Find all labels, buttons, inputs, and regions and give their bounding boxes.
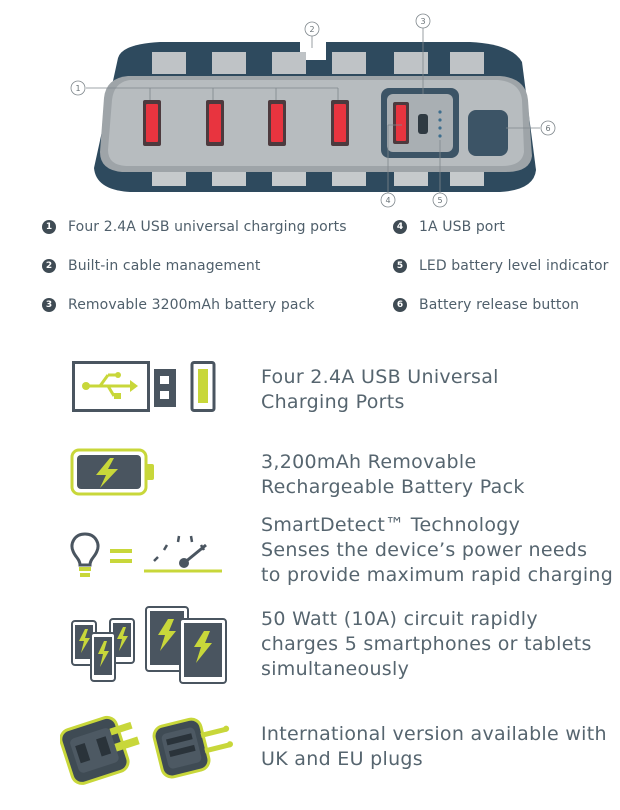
legend-item: 1 Four 2.4A USB universal charging ports (42, 219, 347, 235)
feature-text: International version available with UK … (261, 723, 607, 770)
feature-text: SmartDetect™ Technology Senses the devic… (261, 514, 614, 586)
feature-text: Four 2.4A USB Universal Charging Ports (261, 366, 499, 413)
legend-item: 6 Battery release button (393, 297, 579, 313)
feature-text: 50 Watt (10A) circuit rapidly charges 5 … (261, 608, 592, 680)
svg-text:6: 6 (545, 124, 550, 133)
usb-port (331, 100, 349, 146)
svg-text:1: 1 (75, 84, 80, 93)
feature-text: 3,200mAh Removable Rechargeable Battery … (261, 451, 525, 498)
legend-text: LED battery level indicator (419, 258, 609, 274)
callout-3: 3 (415, 13, 431, 29)
callout-6: 6 (540, 120, 556, 136)
legend-number: 3 (42, 298, 56, 312)
legend-text: 1A USB port (419, 219, 505, 235)
feature-battery: 3,200mAh Removable Rechargeable Battery … (0, 446, 620, 506)
usb-port (206, 100, 224, 146)
usb-port (143, 100, 161, 146)
legend-text: Battery release button (419, 297, 580, 313)
feature-plugs: International version available with UK … (0, 700, 620, 800)
legend-number: 5 (393, 259, 407, 273)
legend-item: 3 Removable 3200mAh battery pack (42, 297, 315, 313)
legend-number: 6 (393, 298, 407, 312)
battery-icon (70, 448, 154, 496)
feature-devices: 50 Watt (10A) circuit rapidly charges 5 … (0, 603, 620, 688)
cable-slot (300, 38, 326, 60)
svg-text:5: 5 (437, 196, 442, 205)
svg-text:2: 2 (309, 25, 314, 34)
legend-number: 2 (42, 259, 56, 273)
usb-ports-icon (72, 361, 216, 412)
product-illustration: 1 2 3 4 5 6 (70, 13, 556, 208)
legend-number: 4 (393, 220, 407, 234)
legend-item: 2 Built-in cable management (42, 258, 260, 274)
feature-legend: 1 Four 2.4A USB universal charging ports… (0, 212, 620, 322)
plugs-icon (60, 715, 234, 785)
callout-5: 5 (432, 192, 448, 208)
callout-2: 2 (304, 21, 320, 37)
svg-text:3: 3 (420, 17, 425, 26)
release-button (468, 110, 508, 156)
usb-port (268, 100, 286, 146)
legend-number: 1 (42, 220, 56, 234)
legend-item: 5 LED battery level indicator (393, 258, 609, 274)
feature-smartdetect: SmartDetect™ Technology Senses the devic… (0, 513, 620, 593)
svg-text:4: 4 (385, 196, 390, 205)
legend-text: Four 2.4A USB universal charging ports (68, 219, 347, 235)
smartdetect-icon (70, 532, 222, 577)
legend-item: 4 1A USB port (393, 219, 505, 235)
feature-usb-ports: Four 2.4A USB Universal Charging Ports (0, 355, 620, 425)
callout-4: 4 (380, 192, 396, 208)
devices-icon (71, 606, 227, 684)
callout-1: 1 (70, 80, 86, 96)
legend-text: Removable 3200mAh battery pack (68, 297, 315, 313)
legend-text: Built-in cable management (68, 258, 261, 274)
